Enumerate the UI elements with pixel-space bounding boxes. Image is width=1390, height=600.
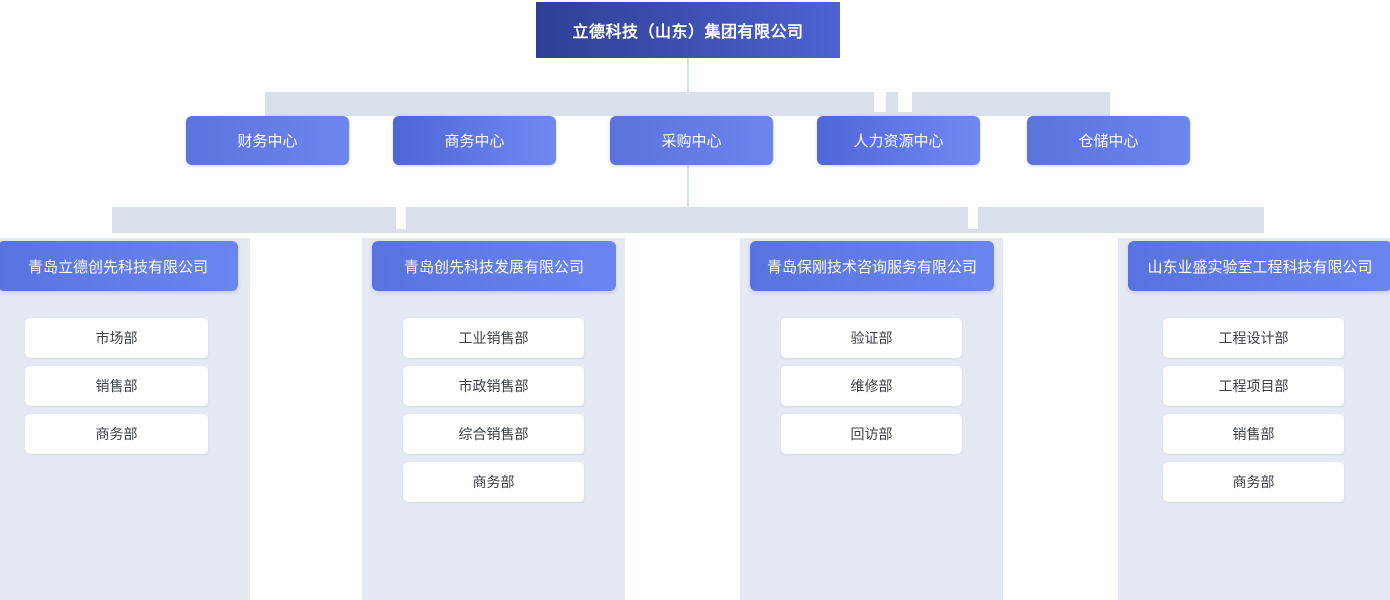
company-node-3[interactable]: 青岛保刚技术咨询服务有限公司	[750, 241, 994, 291]
department-list-2: 工业销售部 市政销售部 综合销售部 商务部	[403, 318, 584, 510]
department-list-1: 市场部 销售部 商务部	[25, 318, 208, 462]
department-node[interactable]: 工业销售部	[403, 318, 584, 358]
center-node-business[interactable]: 商务中心	[393, 116, 556, 165]
company-node-4[interactable]: 山东业盛实验室工程科技有限公司	[1128, 241, 1390, 291]
department-node[interactable]: 商务部	[403, 462, 584, 502]
department-node[interactable]: 维修部	[781, 366, 962, 406]
connector-notch-level3-left	[396, 207, 406, 229]
connector-band-level3	[112, 207, 1264, 233]
center-node-hr[interactable]: 人力资源中心	[817, 116, 980, 165]
center-node-purchase[interactable]: 采购中心	[610, 116, 773, 165]
company-node-1[interactable]: 青岛立德创先科技有限公司	[0, 241, 238, 291]
root-node-group-company[interactable]: 立德科技（山东）集团有限公司	[536, 2, 840, 58]
connector-level2-stem	[687, 165, 689, 207]
department-node[interactable]: 销售部	[1163, 414, 1344, 454]
department-node[interactable]: 验证部	[781, 318, 962, 358]
department-node[interactable]: 商务部	[1163, 462, 1344, 502]
connector-notch-level2-right	[898, 92, 912, 112]
department-node[interactable]: 市场部	[25, 318, 208, 358]
center-node-warehouse[interactable]: 仓储中心	[1027, 116, 1190, 165]
department-node[interactable]: 工程设计部	[1163, 318, 1344, 358]
center-node-finance[interactable]: 财务中心	[186, 116, 349, 165]
department-node[interactable]: 回访部	[781, 414, 962, 454]
department-node[interactable]: 市政销售部	[403, 366, 584, 406]
connector-notch-level2	[874, 92, 886, 112]
connector-root-stem	[687, 58, 689, 94]
connector-notch-level3-right	[968, 207, 978, 229]
department-node[interactable]: 综合销售部	[403, 414, 584, 454]
department-list-3: 验证部 维修部 回访部	[781, 318, 962, 462]
department-node[interactable]: 销售部	[25, 366, 208, 406]
connector-band-level2	[265, 92, 1110, 116]
department-list-4: 工程设计部 工程项目部 销售部 商务部	[1163, 318, 1344, 510]
department-node[interactable]: 工程项目部	[1163, 366, 1344, 406]
department-node[interactable]: 商务部	[25, 414, 208, 454]
company-node-2[interactable]: 青岛创先科技发展有限公司	[372, 241, 616, 291]
